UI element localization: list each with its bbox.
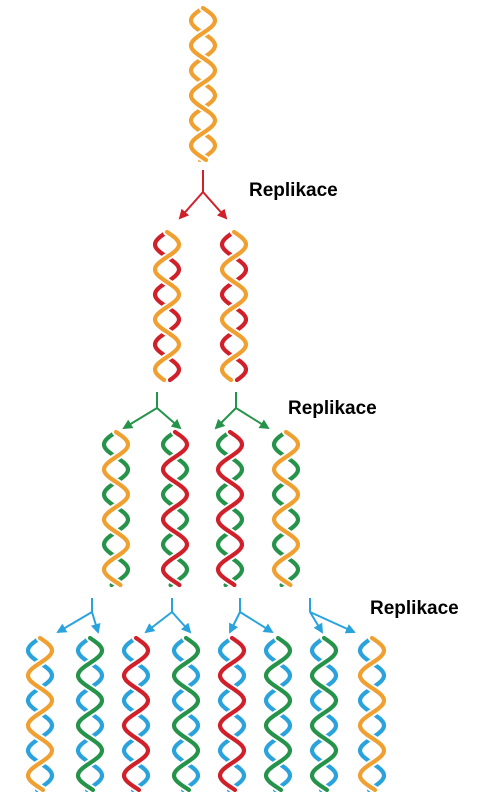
helix-strand (357, 635, 387, 792)
dna-helix (23, 634, 57, 792)
replication-fork-arrow (56, 598, 101, 634)
helix-strand (152, 229, 182, 383)
replication-label-2: Replikace (288, 398, 377, 419)
helix-strand (75, 635, 105, 792)
helix-layer (23, 4, 389, 792)
replication-fork-arrow (122, 392, 182, 430)
fork-arrow-right (235, 407, 270, 430)
fork-arrow-right (90, 611, 101, 634)
replication-fork-arrow (144, 598, 192, 634)
fork-arrow-right (309, 611, 356, 634)
dna-helix (269, 428, 303, 589)
fork-arrow-right (171, 611, 192, 634)
dna-helix (158, 428, 192, 589)
fork-arrow-right (156, 407, 182, 430)
helix-strand (160, 429, 190, 588)
fork-arrow-left (144, 611, 173, 634)
dna-helix (355, 634, 389, 792)
replication-fork-arrow (309, 598, 356, 634)
dna-helix (169, 634, 203, 792)
dna-helix (186, 4, 220, 164)
helix-strand (101, 429, 131, 588)
replication-label-1: Replikace (249, 180, 338, 201)
fork-arrow-left (178, 191, 204, 220)
fork-arrow-left (122, 407, 158, 430)
helix-strand (263, 635, 293, 792)
fork-arrow-right (202, 191, 228, 220)
dna-helix (213, 428, 247, 589)
helix-strand (25, 635, 55, 792)
fork-arrow-left (229, 611, 241, 634)
fork-arrow-right (239, 611, 274, 634)
dna-helix (307, 634, 341, 792)
helix-strand (309, 635, 339, 792)
helix-strand (271, 429, 301, 588)
helix-strand (171, 635, 201, 792)
fork-arrow-left (309, 611, 324, 634)
arrow-layer (56, 170, 356, 634)
helix-strand (121, 635, 151, 792)
helix-strand (219, 229, 249, 383)
replication-fork-arrow (229, 598, 274, 634)
dna-helix (217, 228, 251, 384)
dna-helix (119, 634, 153, 792)
fork-arrow-left (56, 611, 93, 634)
dna-helix (150, 228, 184, 384)
fork-arrow-left (214, 407, 237, 430)
dna-helix (73, 634, 107, 792)
replication-label-3: Replikace (370, 598, 459, 619)
replication-fork-arrow (178, 170, 228, 220)
dna-helix (99, 428, 133, 589)
replication-fork-arrow (214, 392, 270, 430)
dna-helix (261, 634, 295, 792)
helix-strand (188, 5, 218, 163)
dna-helix (215, 634, 249, 792)
helix-strand (215, 429, 245, 588)
helix-strand (217, 635, 247, 792)
